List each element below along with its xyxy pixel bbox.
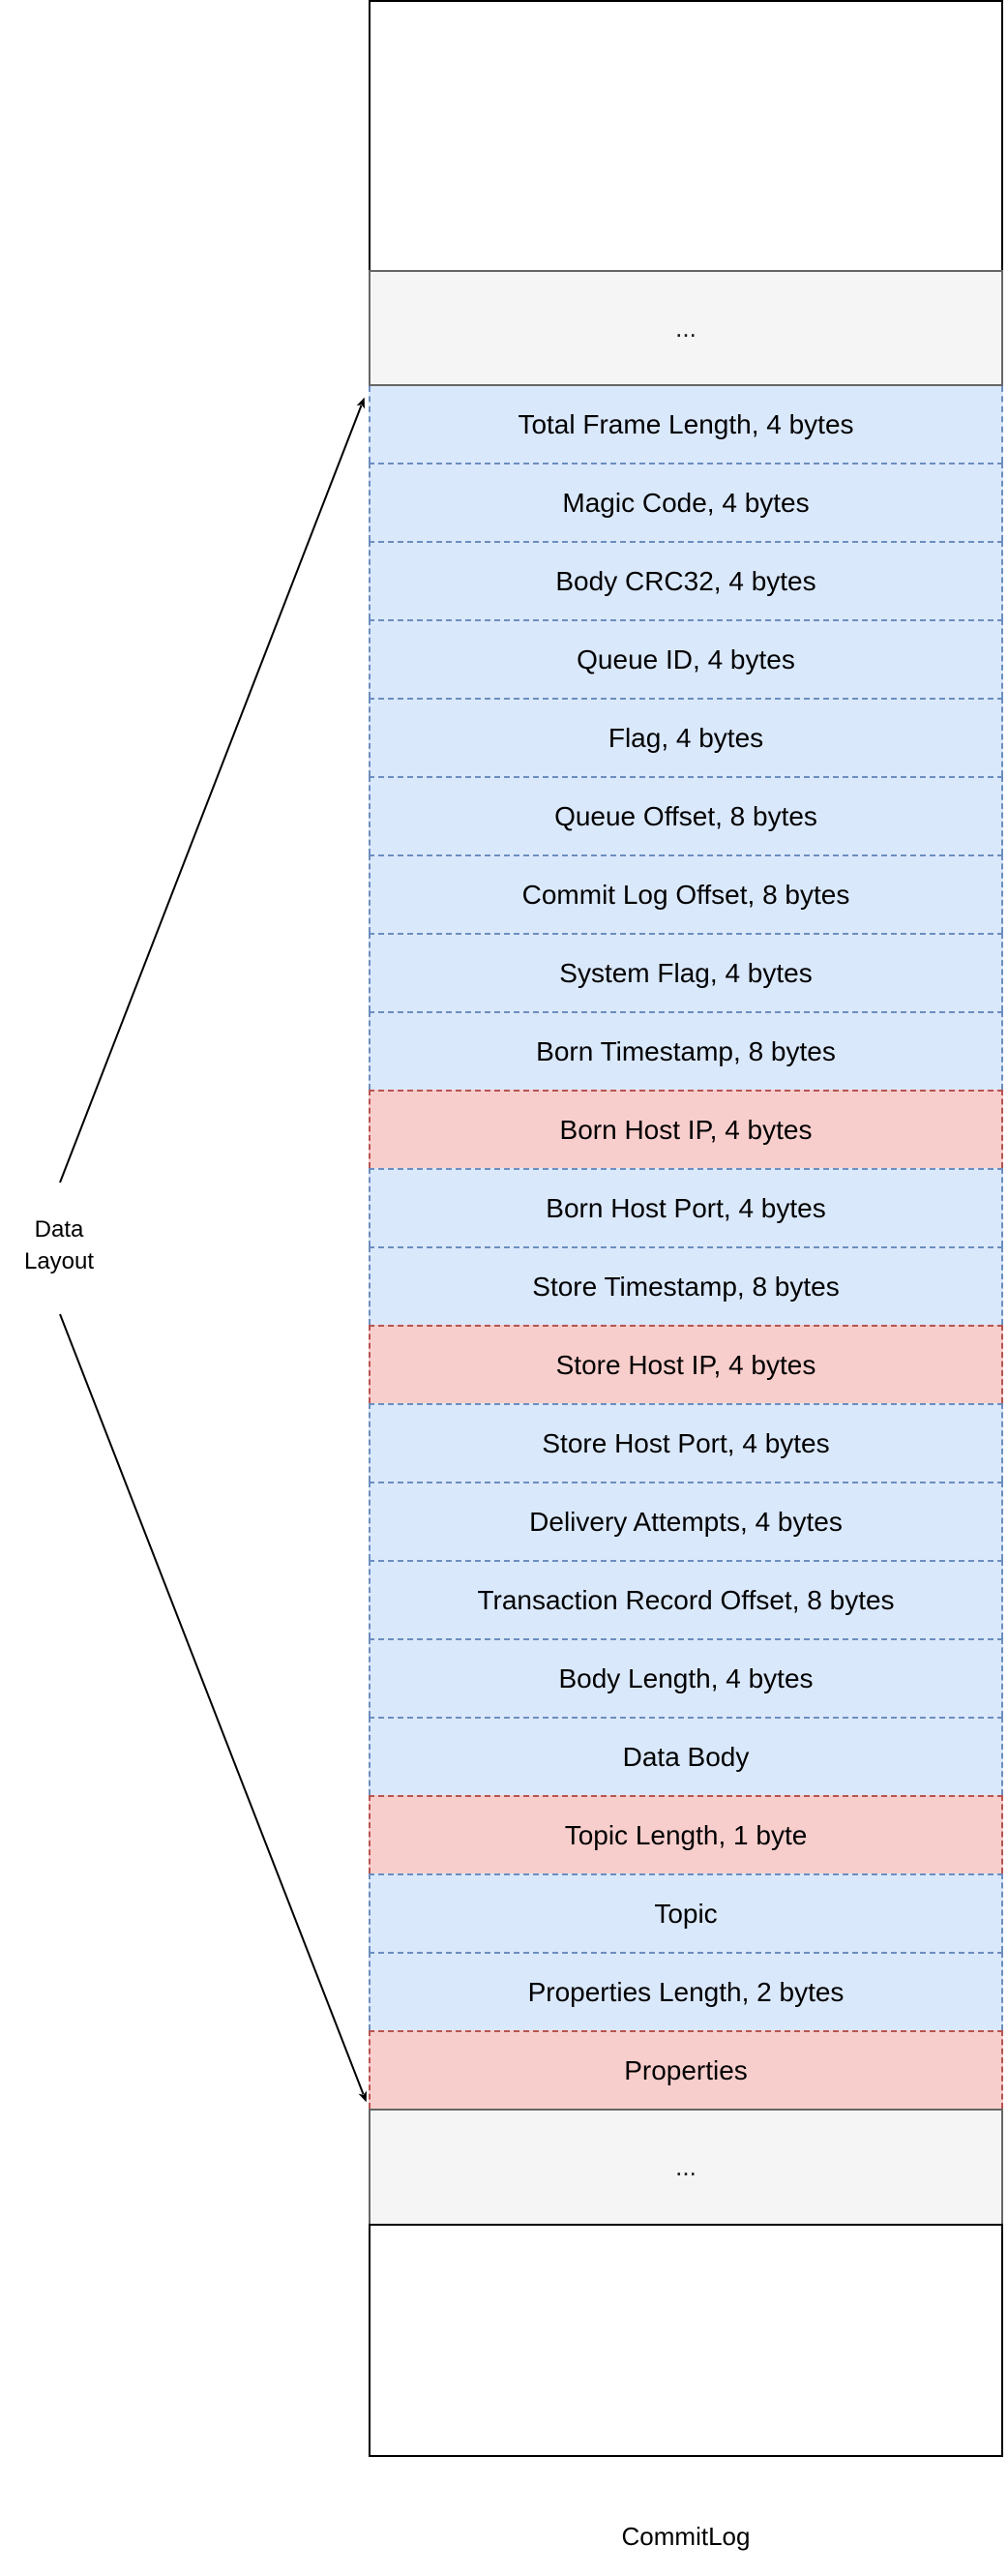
frame-row: Total Frame Length, 4 bytes <box>369 386 1003 463</box>
frame-row-label: Flag, 4 bytes <box>608 722 764 753</box>
frame-row-label: Properties Length, 2 bytes <box>527 1976 845 2007</box>
frame-row: Queue ID, 4 bytes <box>369 619 1003 698</box>
frame-row-label: Topic Length, 1 byte <box>564 1819 808 1850</box>
frame-row: Topic <box>369 1873 1003 1952</box>
frame-row-label: Transaction Record Offset, 8 bytes <box>477 1584 895 1615</box>
frame-row: System Flag, 4 bytes <box>369 933 1003 1011</box>
data-layout-label-line2: Layout <box>23 1248 95 1274</box>
frame-row: Store Host IP, 4 bytes <box>369 1325 1003 1403</box>
frame-row: Born Host IP, 4 bytes <box>369 1090 1003 1168</box>
frame-row: Born Timestamp, 8 bytes <box>369 1011 1003 1090</box>
frame-row: Born Host Port, 4 bytes <box>369 1168 1003 1246</box>
frame-row-label: Properties <box>624 2054 748 2085</box>
frame-row-label: Store Host Port, 4 bytes <box>542 1427 830 1458</box>
frame-row-label: System Flag, 4 bytes <box>559 957 813 988</box>
frame-row: Transaction Record Offset, 8 bytes <box>369 1560 1003 1638</box>
frame-row-label: Data Body <box>622 1741 750 1772</box>
frame-row: Magic Code, 4 bytes <box>369 463 1003 541</box>
frame-row-label: Commit Log Offset, 8 bytes <box>521 879 850 910</box>
arrow-to-layout-bottom <box>59 1313 367 2103</box>
frame-row-label: Born Host Port, 4 bytes <box>546 1192 826 1223</box>
commitlog-caption: CommitLog <box>621 2522 751 2551</box>
frame-row: Properties Length, 2 bytes <box>369 1952 1003 2030</box>
file-segment-top <box>369 0 1003 272</box>
frame-row-label: Store Host IP, 4 bytes <box>555 1349 816 1380</box>
frame-row: Commit Log Offset, 8 bytes <box>369 854 1003 933</box>
frame-row-label: Born Host IP, 4 bytes <box>559 1114 813 1145</box>
frame-row: Queue Offset, 8 bytes <box>369 776 1003 854</box>
frame-row-label: Total Frame Length, 4 bytes <box>518 408 854 439</box>
ellipsis-row-top: ... <box>369 270 1003 386</box>
data-layout-label-line1: Data <box>34 1216 84 1243</box>
frame-row: Body CRC32, 4 bytes <box>369 541 1003 619</box>
ellipsis-bottom-label: ... <box>675 2152 697 2181</box>
frame-row-label: Topic <box>654 1898 718 1929</box>
frame-row-label: Delivery Attempts, 4 bytes <box>529 1506 843 1537</box>
frame-row: Store Host Port, 4 bytes <box>369 1403 1003 1482</box>
file-segment-bottom <box>369 2224 1003 2457</box>
frame-row: Topic Length, 1 byte <box>369 1795 1003 1873</box>
frame-row: Store Timestamp, 8 bytes <box>369 1246 1003 1325</box>
frame-row: Flag, 4 bytes <box>369 698 1003 776</box>
data-layout-label: Data Layout <box>0 1213 118 1277</box>
frame-row: Properties <box>369 2030 1003 2109</box>
frame-row-label: Magic Code, 4 bytes <box>562 487 810 518</box>
frame-row-label: Queue Offset, 8 bytes <box>554 800 817 831</box>
arrow-to-layout-top <box>59 397 365 1183</box>
frame-row-label: Body CRC32, 4 bytes <box>555 565 816 596</box>
frame-row-label: Store Timestamp, 8 bytes <box>532 1271 840 1302</box>
frame-row-label: Body Length, 4 bytes <box>558 1662 814 1693</box>
frame-row-label: Born Timestamp, 8 bytes <box>536 1035 836 1066</box>
frame-row: Body Length, 4 bytes <box>369 1638 1003 1717</box>
frame-row: Delivery Attempts, 4 bytes <box>369 1482 1003 1560</box>
ellipsis-row-bottom: ... <box>369 2109 1003 2226</box>
frame-row: Data Body <box>369 1717 1003 1795</box>
ellipsis-top-label: ... <box>675 313 697 343</box>
frame-row-label: Queue ID, 4 bytes <box>577 644 795 674</box>
